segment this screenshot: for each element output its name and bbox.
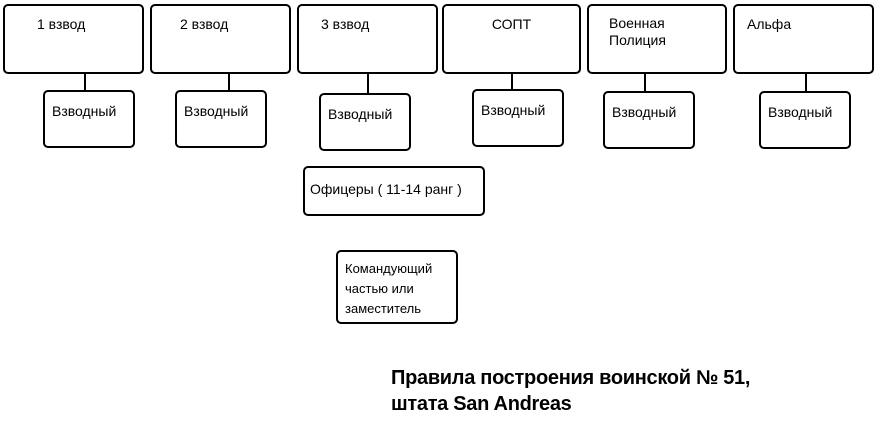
unit-box-3: 3 взвод	[297, 4, 438, 74]
unit-label: Военная Полиция	[609, 15, 666, 48]
diagram-caption: Правила построения воинской № 51, штата …	[391, 367, 751, 415]
connector-line	[805, 73, 807, 91]
connector-line	[644, 73, 646, 91]
leader-label: Взводный	[328, 106, 393, 122]
leader-box-alpha: Взводный	[759, 91, 851, 149]
officers-label: Офицеры ( 11-14 ранг )	[310, 181, 462, 197]
leader-label: Взводный	[481, 102, 546, 118]
leader-label: Взводный	[52, 103, 117, 119]
officers-box: Офицеры ( 11-14 ранг )	[303, 166, 485, 216]
unit-label: 1 взвод	[37, 16, 86, 32]
unit-box-military-police: Военная Полиция	[587, 4, 727, 74]
connector-line	[228, 73, 230, 91]
unit-label: Альфа	[747, 16, 792, 32]
unit-box-2: 2 взвод	[150, 4, 291, 74]
unit-label: 2 взвод	[180, 16, 229, 32]
leader-box-military-police: Взводный	[603, 91, 695, 149]
unit-box-sopt: СОПТ	[442, 4, 581, 74]
connector-line	[367, 73, 369, 93]
unit-box-1: 1 взвод	[3, 4, 144, 74]
connector-line	[511, 73, 513, 89]
leader-label: Взводный	[612, 104, 677, 120]
unit-box-alpha: Альфа	[733, 4, 874, 74]
leader-box-3: Взводный	[319, 93, 411, 151]
connector-line	[84, 73, 86, 91]
leader-box-1: Взводный	[43, 90, 135, 148]
unit-label: СОПТ	[491, 16, 532, 32]
unit-label: 3 взвод	[321, 16, 370, 32]
commander-box: Командующий частью или заместитель	[336, 250, 458, 324]
leader-box-sopt: Взводный	[472, 89, 564, 147]
leader-box-2: Взводный	[175, 90, 267, 148]
leader-label: Взводный	[768, 104, 833, 120]
leader-label: Взводный	[184, 103, 249, 119]
commander-label: Командующий частью или заместитель	[345, 261, 433, 316]
